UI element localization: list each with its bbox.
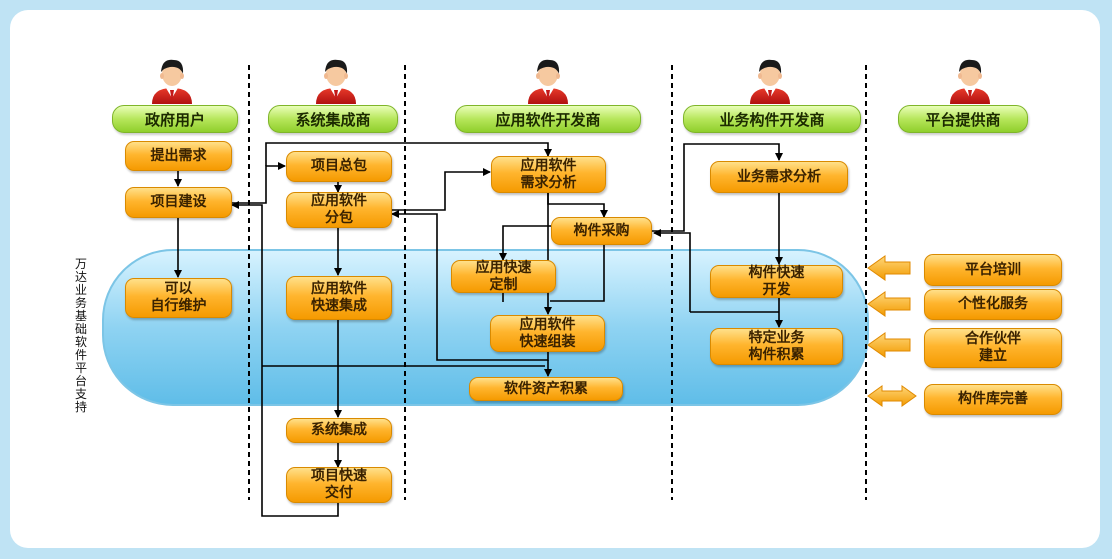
platform-support-label: 万达业务基础软件平台支持 — [74, 257, 87, 414]
edge-procurement-to-customization — [499, 225, 551, 261]
node-project-rapid-delivery: 项目快速 交付 — [286, 467, 392, 503]
person-icon-integrator — [316, 59, 356, 104]
lane-label-integrator: 系统集成商 — [268, 105, 398, 133]
edge-construction-to-general-contract — [230, 162, 286, 204]
node-component-rapid-development: 构件快速 开发 — [710, 265, 843, 298]
edge-assembly-to-subcontract — [391, 210, 549, 361]
node-project-construction: 项目建设 — [125, 187, 232, 218]
edge-delivery-feedback-to-construction — [231, 201, 339, 517]
node-self-maintain: 可以 自行维护 — [125, 278, 232, 318]
arrow-component-library — [867, 385, 917, 407]
node-business-requirement-analysis: 业务需求分析 — [710, 161, 848, 193]
edge-procurement-to-business-analysis — [652, 143, 783, 232]
edge-subcontract-to-app-requirement — [390, 168, 491, 211]
node-partner-establishment: 合作伙伴 建立 — [924, 328, 1062, 368]
node-specific-business-component-accumulation: 特定业务 构件积累 — [710, 328, 843, 365]
node-component-procurement: 构件采购 — [551, 217, 652, 245]
arrow-partner-establishment — [867, 332, 911, 358]
edge-construction-to-app-requirement — [265, 142, 552, 166]
edge-procurement-to-assembly — [550, 245, 605, 302]
person-icon-government — [152, 59, 192, 104]
node-app-requirement-analysis: 应用软件 需求分析 — [491, 156, 606, 193]
node-app-software-rapid-integration: 应用软件 快速集成 — [286, 276, 392, 320]
node-propose-requirement: 提出需求 — [125, 141, 232, 171]
lane-label-platform-provider: 平台提供商 — [898, 105, 1028, 133]
arrow-platform-training — [867, 255, 911, 281]
edge-accumulation-feedback-to-procurement — [653, 229, 691, 312]
node-platform-training: 平台培训 — [924, 254, 1062, 286]
node-app-software-subcontract: 应用软件 分包 — [286, 192, 392, 228]
node-project-general-contract: 项目总包 — [286, 151, 392, 182]
lane-label-government: 政府用户 — [112, 105, 238, 133]
lane-label-component-developer: 业务构件开发商 — [683, 105, 861, 133]
edge-app-requirement-to-procurement — [547, 192, 608, 218]
arrow-personalized-service — [867, 291, 911, 317]
person-icon-app-developer — [528, 59, 568, 104]
node-app-rapid-assembly: 应用软件 快速组装 — [490, 315, 605, 352]
node-system-integration: 系统集成 — [286, 418, 392, 443]
node-component-library-improvement: 构件库完善 — [924, 384, 1062, 415]
node-app-rapid-customization: 应用快速 定制 — [451, 260, 556, 293]
lane-label-app-developer: 应用软件开发商 — [455, 105, 641, 133]
node-personalized-service: 个性化服务 — [924, 289, 1062, 320]
person-icon-component-developer — [750, 59, 790, 104]
person-icon-platform-provider — [950, 59, 990, 104]
node-software-asset-accumulation: 软件资产积累 — [469, 377, 623, 401]
